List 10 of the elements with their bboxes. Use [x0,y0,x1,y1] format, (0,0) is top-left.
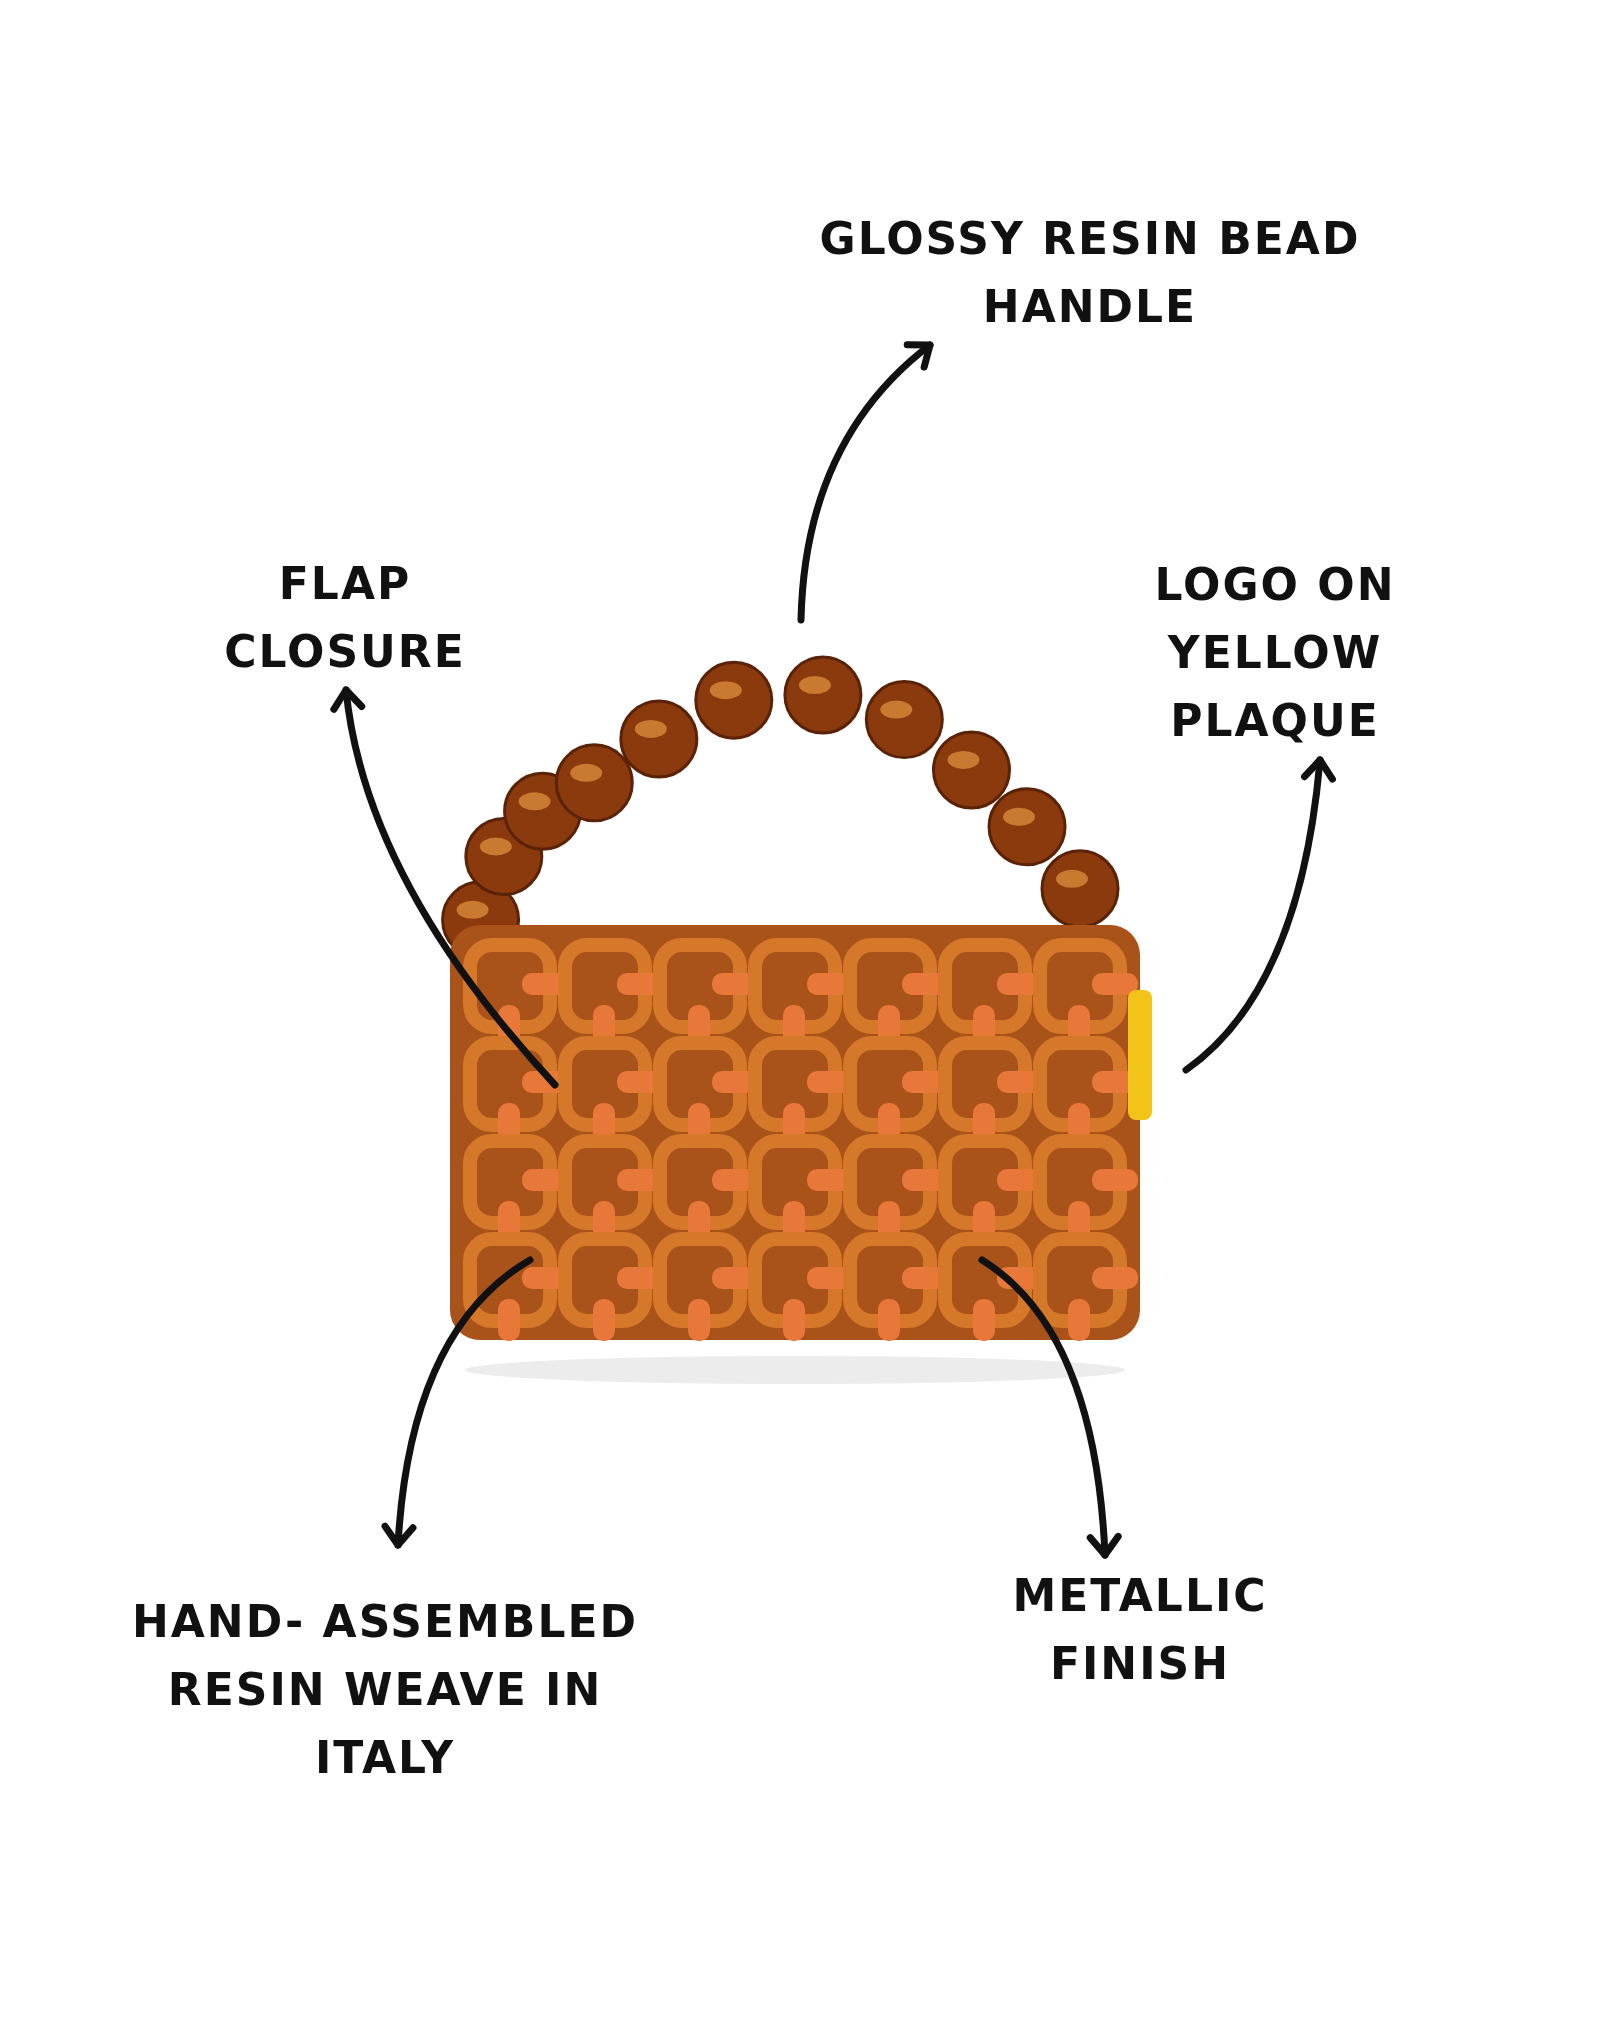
curved-arrow [381,1256,534,1549]
curved-arrow [978,1256,1122,1559]
callout-text: HAND- ASSEMBLED RESIN WEAVE IN ITALY [130,1595,640,1785]
callout-text: GLOSSY RESIN BEAD HANDLE [818,211,1362,334]
curved-arrow [797,341,934,624]
curved-arrow [1182,756,1336,1074]
callout-text: LOGO ON YELLOW PLAQUE [1153,557,1397,748]
callout-text: FLAP CLOSURE [223,556,467,679]
callout-text: METALLIC FINISH [1011,1569,1269,1691]
curved-arrow [331,686,559,1089]
